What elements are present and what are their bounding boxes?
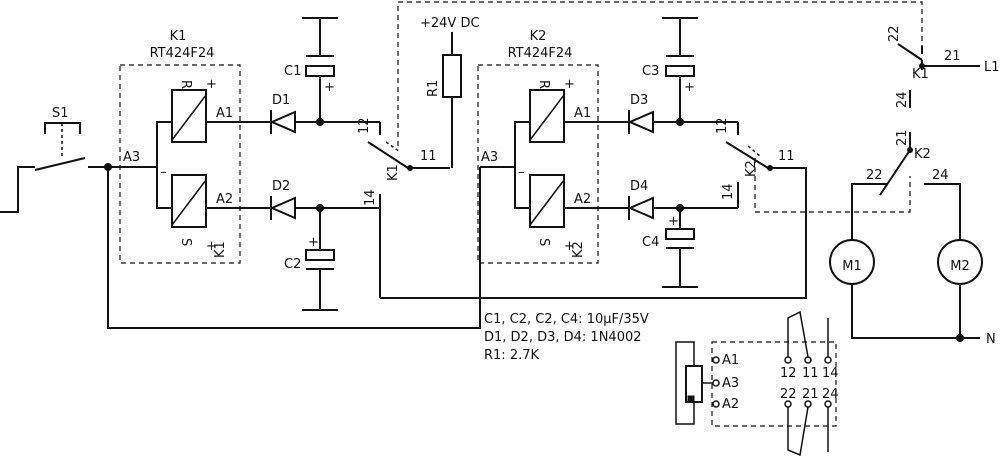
k2m-contact-21: 21 bbox=[895, 129, 910, 146]
c1-plus: + bbox=[324, 80, 335, 95]
k2-model: RT424F24 bbox=[508, 46, 573, 61]
pinout-a2: A2 bbox=[722, 397, 739, 412]
k2-contact-11: 11 bbox=[778, 149, 795, 164]
switch-s1: S1 bbox=[0, 106, 481, 329]
capacitor-c4: + C4 bbox=[642, 208, 698, 288]
d3-label: D3 bbox=[630, 93, 648, 108]
note-resistor: R1: 2.7K bbox=[484, 348, 539, 363]
c2-plus: + bbox=[308, 235, 319, 250]
k2-a2-label: A2 bbox=[574, 192, 591, 207]
pinout-12: 12 bbox=[780, 366, 797, 381]
pinout-a1: A1 bbox=[722, 353, 739, 368]
k1-contact-11: 11 bbox=[420, 149, 437, 164]
k1-coil-s-label: S bbox=[178, 238, 193, 246]
capacitor-c3: C3 + bbox=[642, 17, 698, 122]
k1-name: K1 bbox=[170, 29, 187, 44]
relay-k1: K1 RT424F24 R + S + K1 A3 – A1 A2 bbox=[108, 29, 270, 264]
k1-a2-label: A2 bbox=[216, 192, 233, 207]
m2-label: M2 bbox=[950, 259, 970, 274]
diode-d1: D1 bbox=[269, 93, 380, 134]
pinout-21: 21 bbox=[802, 387, 819, 402]
pinout-a3: A3 bbox=[722, 376, 739, 391]
k1-a3-label: A3 bbox=[123, 150, 140, 165]
n-label: N bbox=[986, 332, 996, 347]
k1m-contact-name: K1 bbox=[912, 67, 929, 82]
note-caps: C1, C2, C2, C4: 10μF/35V bbox=[484, 312, 649, 327]
k2-a1-label: A1 bbox=[574, 106, 591, 121]
k2-a3-minus: – bbox=[518, 165, 525, 180]
k2m-contact-name: K2 bbox=[914, 147, 931, 162]
capacitor-c1: C1 + bbox=[284, 17, 338, 122]
pinout-24: 24 bbox=[822, 387, 839, 402]
c4-label: C4 bbox=[642, 235, 659, 250]
k1-coil-r-plus: + bbox=[206, 77, 217, 92]
k1m-contact-24: 24 bbox=[895, 91, 910, 108]
k1-coil-r-label: R bbox=[178, 80, 193, 89]
supply-label: +24V DC bbox=[420, 16, 480, 31]
r1-label: R1 bbox=[426, 80, 441, 97]
k1-model: RT424F24 bbox=[150, 46, 215, 61]
k2-contact-name: K2 bbox=[744, 160, 759, 177]
l1-label: L1 bbox=[984, 60, 1000, 75]
k2-coil-s-label: S bbox=[536, 238, 551, 246]
k1m-contact-22: 22 bbox=[887, 25, 902, 42]
c3-plus: + bbox=[684, 80, 695, 95]
s1-label: S1 bbox=[52, 106, 69, 121]
c1-label: C1 bbox=[284, 64, 301, 79]
component-notes: C1, C2, C2, C4: 10μF/35V D1, D2, D3, D4:… bbox=[484, 312, 649, 363]
note-diodes: D1, D2, D3, D4: 1N4002 bbox=[484, 330, 642, 345]
d4-label: D4 bbox=[630, 179, 648, 194]
d2-label: D2 bbox=[272, 179, 290, 194]
k2m-contact-24: 24 bbox=[932, 168, 949, 183]
k2-name: K2 bbox=[530, 29, 547, 44]
c4-plus: + bbox=[668, 214, 679, 229]
contact-k2: 12 14 11 K2 bbox=[380, 117, 807, 299]
k1-contact-14: 14 bbox=[363, 189, 378, 206]
mains-contacts: L1 22 21 K1 24 21 K2 22 24 bbox=[851, 25, 1000, 240]
k2-coil-r-label: R bbox=[536, 80, 551, 89]
resistor-r1: +24V DC R1 bbox=[420, 16, 480, 168]
capacitor-c2: + C2 bbox=[284, 208, 338, 311]
diode-d3: D3 bbox=[627, 93, 738, 134]
relay-k2: K2 RT424F24 R + S + K2 A3 – A1 A2 bbox=[477, 29, 628, 264]
k1-coil-s-plus: + bbox=[206, 239, 217, 254]
relay-pinout: A1 A3 A2 12 11 14 22 21 24 bbox=[675, 310, 839, 456]
k2-coil-r-plus: + bbox=[564, 77, 575, 92]
motor-m2: M2 N bbox=[937, 239, 996, 347]
k1-a1-label: A1 bbox=[216, 106, 233, 121]
k1-contact-name: K1 bbox=[386, 164, 401, 181]
motor-m1: M1 bbox=[829, 239, 960, 339]
k1-inner-label: K1 bbox=[213, 241, 228, 258]
pinout-14: 14 bbox=[822, 366, 839, 381]
c3-label: C3 bbox=[642, 64, 659, 79]
contact-k1: 12 14 11 K1 bbox=[357, 117, 450, 298]
d1-label: D1 bbox=[272, 93, 290, 108]
k2-a3-label: A3 bbox=[481, 150, 498, 165]
m1-label: M1 bbox=[842, 259, 862, 274]
k2-inner-label: K2 bbox=[571, 241, 586, 258]
c2-label: C2 bbox=[284, 257, 301, 272]
k2-coil-s-plus: + bbox=[564, 239, 575, 254]
k1-a3-minus: – bbox=[160, 165, 167, 180]
k1-contact-12: 12 bbox=[357, 117, 372, 134]
k2-contact-12: 12 bbox=[715, 117, 730, 134]
k1m-contact-21: 21 bbox=[944, 49, 961, 64]
pinout-11: 11 bbox=[802, 366, 819, 381]
diode-d4: D4 bbox=[627, 179, 738, 220]
k2m-contact-22: 22 bbox=[866, 168, 883, 183]
pinout-22: 22 bbox=[780, 387, 797, 402]
k2-contact-14: 14 bbox=[721, 183, 736, 200]
